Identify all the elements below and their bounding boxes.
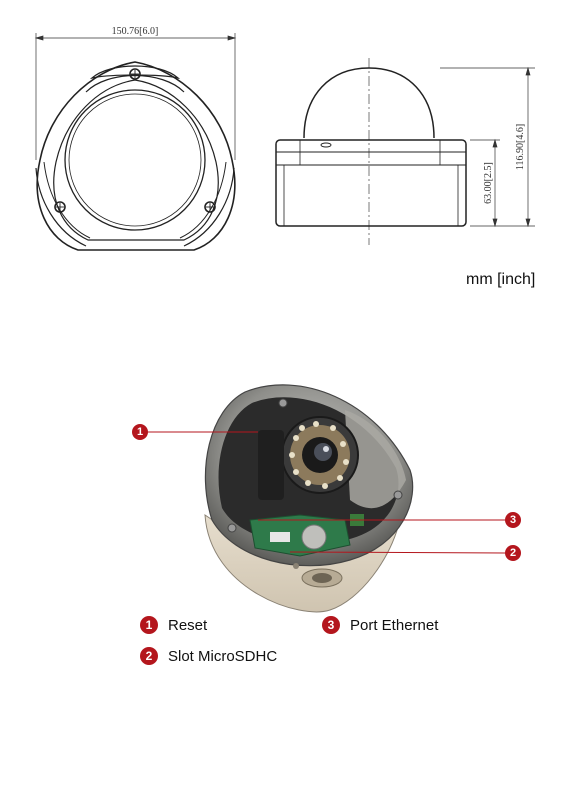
screw-icons [56, 70, 214, 211]
legend-badge-microsd: 2 [140, 647, 158, 665]
callout-badge-ethernet: 3 [505, 512, 521, 528]
legend-label-microsd: Slot MicroSDHC [168, 647, 278, 665]
callout-badge-microsd: 2 [505, 545, 521, 561]
legend-label-reset: Reset [168, 616, 208, 634]
legend-badge-reset: 1 [140, 616, 158, 634]
base-height-label: 63.00[2.5] [483, 162, 494, 204]
legend-item-microsd: 2 Slot MicroSDHC [140, 647, 277, 665]
technical-drawing: 150.76[6.0] [34, 26, 535, 251]
camera-side-view [275, 58, 467, 245]
camera-interior-illustration [148, 384, 506, 613]
callout-lines [148, 431, 506, 554]
callout-badge-reset: 1 [132, 424, 148, 440]
legend-badge-ethernet: 3 [322, 616, 340, 634]
width-dimension-label: 150.76[6.0] [112, 26, 159, 37]
width-dimension [34, 33, 237, 160]
unit-note: mm [inch] [466, 271, 536, 288]
total-height-label: 116.90[4.6] [515, 124, 526, 170]
legend-item-ethernet: 3 Port Ethernet [322, 616, 438, 634]
legend-label-ethernet: Port Ethernet [350, 616, 439, 634]
legend-item-reset: 1 Reset [140, 616, 207, 634]
height-dimensions [440, 66, 535, 228]
